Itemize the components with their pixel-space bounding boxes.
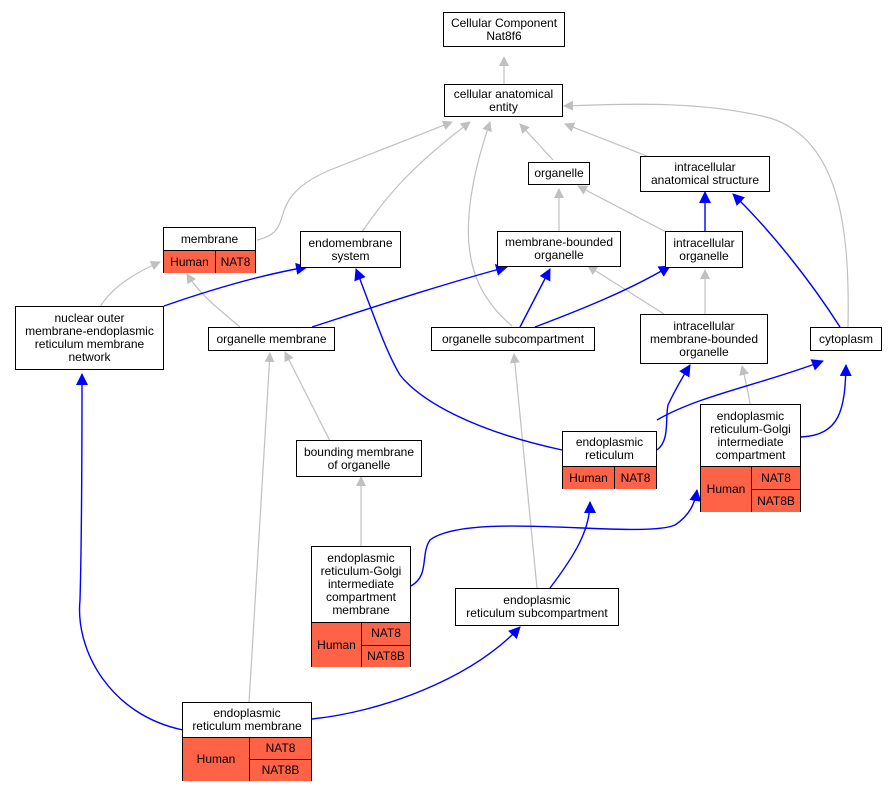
node-label: organelle membrane [216,331,327,346]
edge-io-organelle [577,185,669,234]
gene-cell: NAT8B [362,644,410,668]
gene-cell: NAT8 [265,741,296,755]
gene-cell: NAT8B [250,759,311,781]
node-cellular-component[interactable]: Cellular Component Nat8f6 [443,12,565,47]
node-er-subcompartment[interactable]: endoplasmic reticulum subcompartment [455,588,619,626]
annotation-table: Human NAT8 NAT8B [183,737,311,781]
node-ergic-membrane[interactable]: endoplasmic reticulum-Golgi intermediate… [311,546,411,667]
organism-cell: Human [183,738,250,781]
edge-membrane-cae [256,120,453,241]
node-label: endoplasmic reticulum membrane [192,706,302,733]
annotation-table: Human NAT8 NAT8B [701,466,800,512]
organism-cell: Human [164,251,216,273]
node-label: intracellular organelle [673,235,735,263]
node-label: membrane-bounded organelle [504,235,614,262]
node-cellular-anatomical-entity[interactable]: cellular anatomical entity [444,84,563,117]
edge-bmo-orgmem [284,351,331,442]
node-label: membrane [180,231,239,246]
node-label: organelle [534,166,584,180]
node-organelle[interactable]: organelle [528,162,590,185]
organism-cell: Human [312,623,362,667]
organism-cell: Human [563,467,615,489]
gene-cell: NAT8B [752,489,800,512]
annotation-table: Human NAT8 NAT8B [312,622,410,667]
edge-osub-mbo [519,268,551,328]
edge-cytoplasm-cae [563,100,849,328]
node-organelle-subcompartment[interactable]: organelle subcompartment [431,327,595,351]
node-endomembrane-system[interactable]: endomembrane system [300,231,401,268]
node-label: endoplasmic reticulum subcompartment [466,593,608,620]
edge-ermem-ersub [311,626,521,720]
edge-ermem-nuclear [75,373,184,731]
edge-orgmem-mbo [311,264,508,328]
gene-cell: NAT8 [220,254,251,269]
edge-ias-cae [564,122,653,159]
node-intracellular-organelle[interactable]: intracellular organelle [665,231,743,268]
node-label: cellular anatomical entity [453,86,554,114]
node-label: organelle subcompartment [441,331,585,346]
edge-imbo-mbo [587,265,665,315]
edge-osub-io [534,265,671,328]
node-nuclear-outer-membrane-er-network[interactable]: nuclear outer membrane-endoplasmic retic… [15,306,164,370]
node-label: endomembrane system [308,235,393,263]
edge-ergicmem-ergic [410,489,702,587]
annotation-table: Human NAT8 [164,250,255,273]
node-er-membrane[interactable]: endoplasmic reticulum membrane Human NAT… [182,702,312,781]
node-bounding-membrane-of-organelle[interactable]: bounding membrane of organelle [296,440,422,477]
node-label: endoplasmic reticulum-Golgi intermediate… [320,551,402,617]
edge-ergic-cytoplasm [800,364,852,438]
edge-osub-cae [467,121,513,327]
edge-endomembrane-cae [361,121,471,233]
node-label: endoplasmic reticulum-Golgi intermediate… [710,408,791,462]
edge-nuclear-membrane [99,260,161,308]
edge-ermem-orgmem [248,352,275,704]
edge-ersub-osub [509,353,538,589]
node-endoplasmic-reticulum[interactable]: endoplasmic reticulum Human NAT8 [562,431,657,489]
edge-ersub-er [549,501,596,589]
node-label: bounding membrane of organelle [303,444,415,472]
node-membrane-bounded-organelle[interactable]: membrane-bounded organelle [497,231,621,267]
edge-organelle-cae [519,123,554,161]
node-intracellular-anatomical-structure[interactable]: intracellular anatomical structure [640,156,770,192]
edge-er-endomembrane [354,268,563,451]
node-cytoplasm[interactable]: cytoplasm [810,327,882,351]
node-label: intracellular membrane-bounded organelle [649,318,759,359]
edge-er-imbo [656,364,691,451]
edge-er-cytoplasm [656,359,824,421]
gene-cell: NAT8 [371,626,401,641]
gene-cell: NAT8 [620,470,651,485]
node-label: Cellular Component Nat8f6 [450,15,558,43]
edge-orgmem-membrane [186,273,241,328]
edge-nuclear-endomembrane [163,262,308,307]
annotation-table: Human NAT8 [563,466,656,489]
node-label: nuclear outer membrane-endoplasmic retic… [25,311,154,364]
node-label: cytoplasm [818,331,874,346]
node-organelle-membrane[interactable]: organelle membrane [208,327,335,351]
gene-cell: NAT8 [761,470,791,485]
node-label: endoplasmic reticulum [575,435,644,462]
edge-ergic-imbo [739,365,751,405]
organism-cell: Human [701,467,752,512]
edge-cytoplasm-ias [732,193,841,328]
node-label: intracellular anatomical structure [650,160,760,187]
node-intracellular-membrane-bounded-organelle[interactable]: intracellular membrane-bounded organelle [640,314,768,364]
node-er-golgi-intermediate-compartment[interactable]: endoplasmic reticulum-Golgi intermediate… [700,404,801,512]
node-membrane[interactable]: membrane Human NAT8 [163,227,256,273]
